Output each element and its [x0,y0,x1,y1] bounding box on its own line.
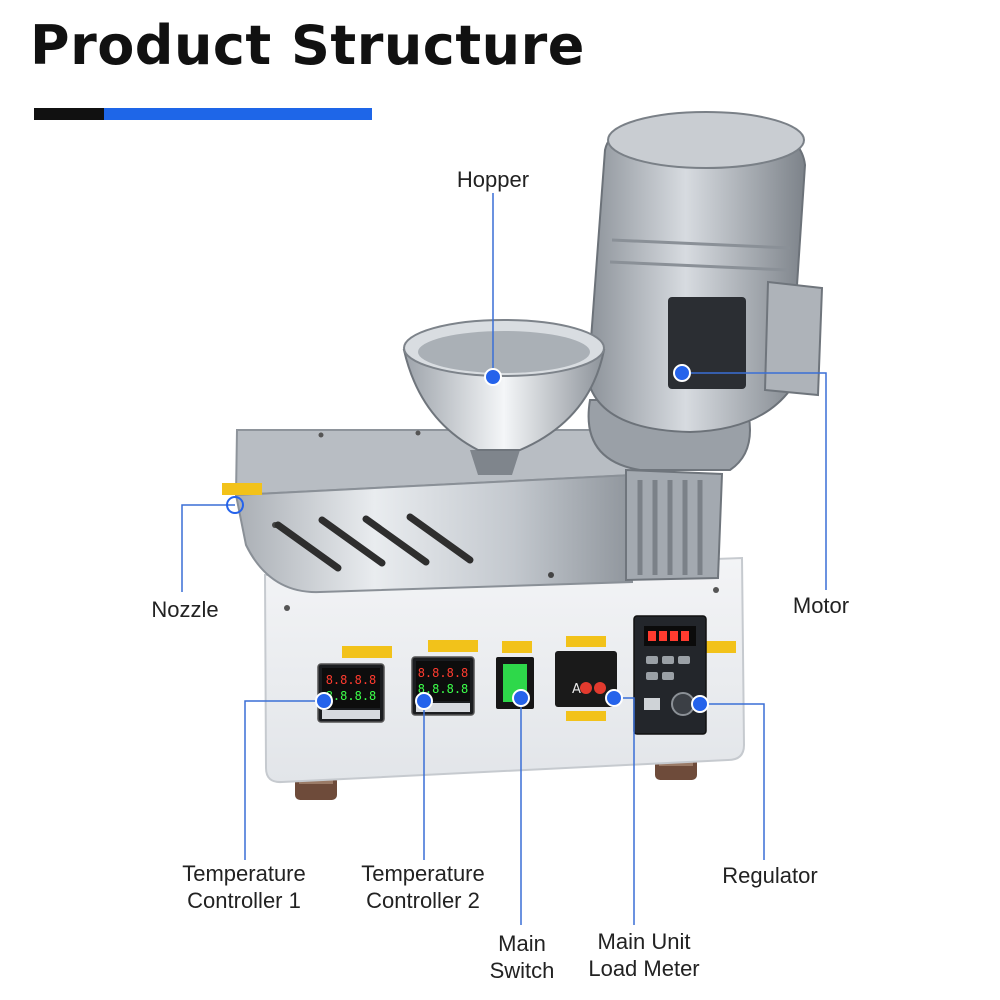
label-main-switch-line1: Main [498,931,546,956]
marker-motor [673,364,691,382]
load-meter-symbol: A [572,682,581,697]
label-main-switch: Main Switch [477,930,567,984]
gearbox [625,468,724,582]
leader-temperature-controller-1 [244,700,324,860]
motor-body [586,111,824,471]
label-regulator: Regulator [710,862,830,889]
marker-nozzle [226,496,244,514]
hopper-bowl [402,319,606,475]
label-load-meter-line1: Main Unit [597,929,691,954]
label-temperature-controller-1-line2: Controller 1 [187,888,301,913]
marker-temperature-controller-1 [315,692,333,710]
label-temperature-controller-1: Temperature Controller 1 [168,860,320,914]
label-load-meter-line2: Load Meter [588,956,700,981]
label-temperature-controller-2: Temperature Controller 2 [347,860,499,914]
label-main-switch-line2: Switch [489,958,555,983]
label-temperature-controller-2-line1: Temperature [361,861,485,886]
callout-markers [226,364,709,713]
title-underline-accent [104,108,372,120]
label-nozzle-text: Nozzle [151,597,219,622]
extruder-housing [222,429,634,594]
tc2-pv-display: 8.8.8.8 [418,666,469,680]
leader-lines [181,193,827,925]
marker-hopper [484,368,502,386]
leader-regulator [700,703,765,860]
marker-main-switch [512,689,530,707]
label-hopper-text: Hopper [456,167,530,192]
label-temperature-controller-1-line1: Temperature [182,861,306,886]
label-motor: Motor [776,592,866,619]
label-hopper: Hopper [443,166,543,193]
regulator-unit [633,615,736,735]
leader-nozzle [181,504,235,592]
leader-motor [682,372,827,590]
label-nozzle: Nozzle [135,596,235,623]
marker-temperature-controller-2 [415,692,433,710]
page-title: Product Structure [30,14,585,77]
load-meter: A [555,636,617,721]
title-underline-dark [34,108,104,120]
marker-regulator [691,695,709,713]
label-motor-text: Motor [792,593,850,618]
label-temperature-controller-2-line2: Controller 2 [366,888,480,913]
tc2-sv-display: 8.8.8.8 [418,682,469,696]
label-load-meter: Main Unit Load Meter [574,928,714,982]
tc1-pv-display: 8.8.8.8 [326,673,377,687]
label-regulator-text: Regulator [722,863,818,888]
tc1-sv-display: 8.8.8.8 [326,689,377,703]
marker-load-meter [605,689,623,707]
